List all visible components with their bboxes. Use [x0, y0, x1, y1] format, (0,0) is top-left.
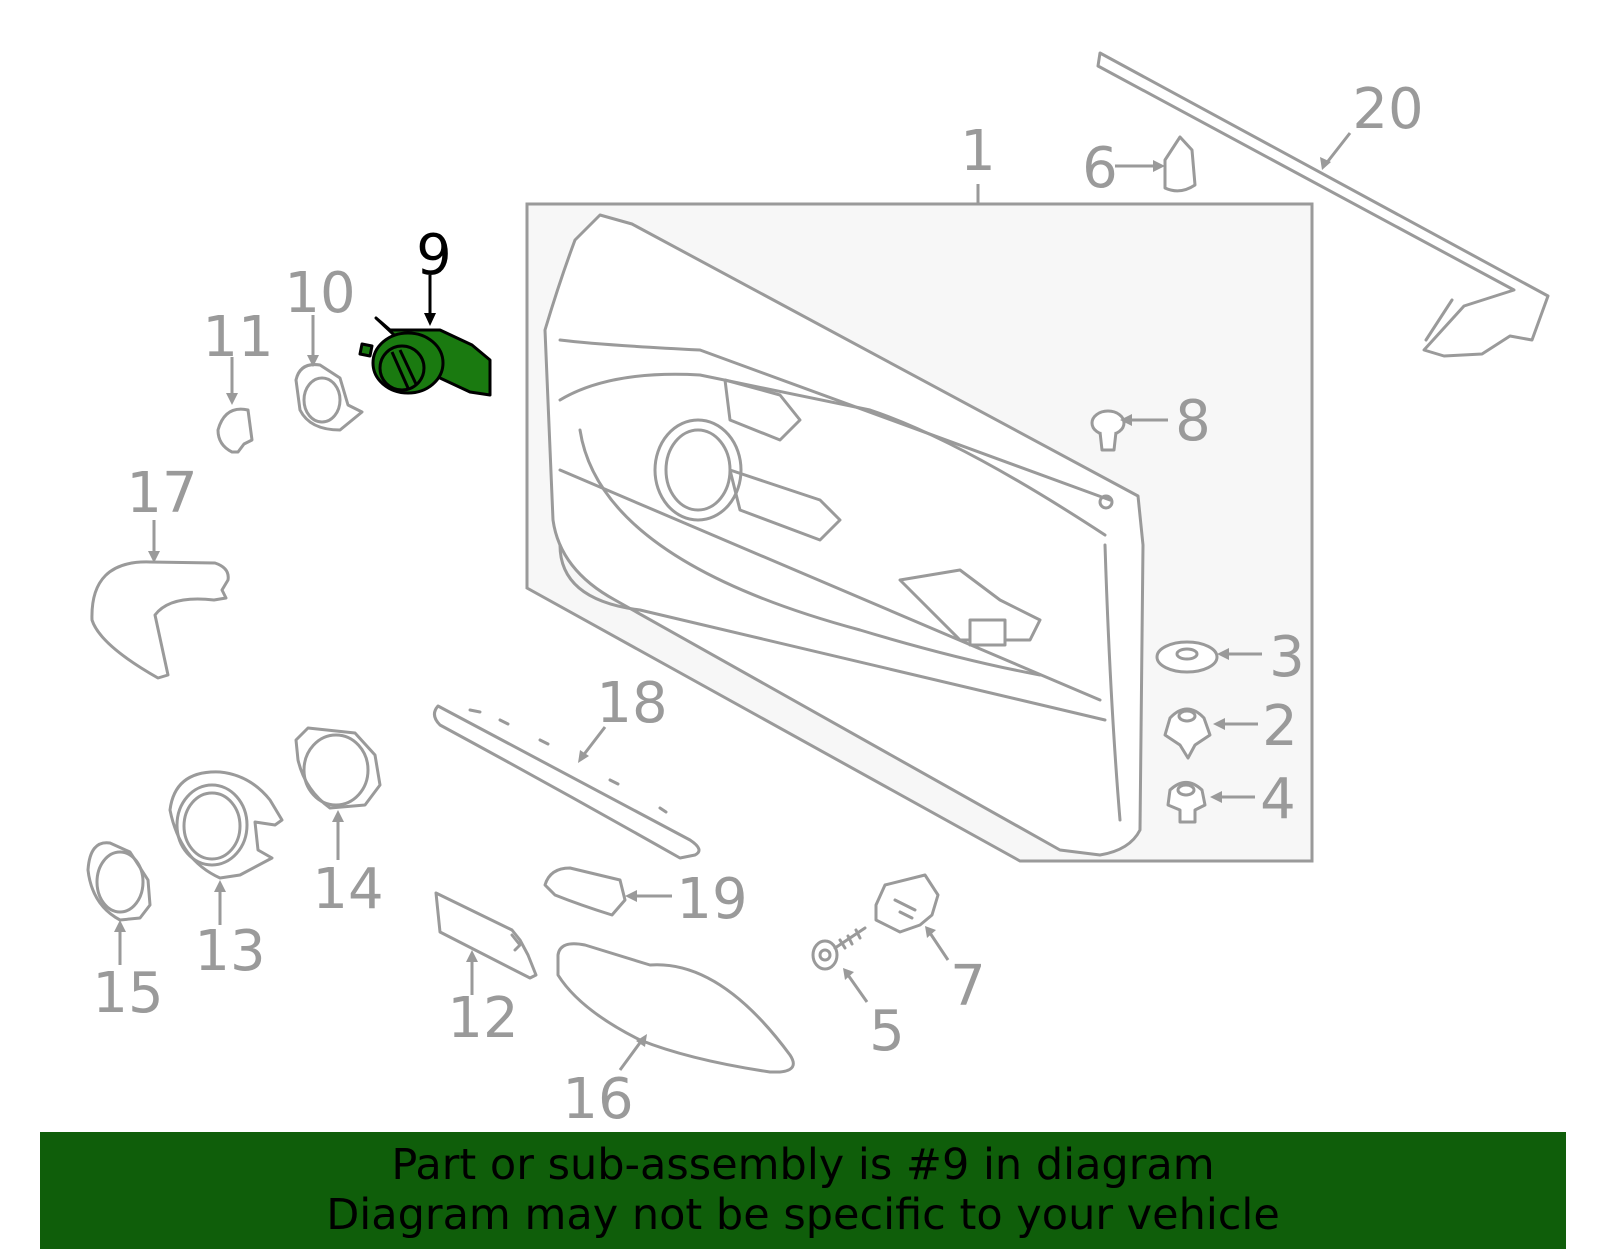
part-2-clip: 2 — [1163, 694, 1298, 760]
callout-13: 13 — [194, 919, 265, 984]
callout-20: 20 — [1352, 77, 1423, 142]
callout-18: 18 — [596, 671, 667, 736]
callout-7: 7 — [950, 954, 986, 1019]
part-1-door-trim-panel: 1 — [525, 119, 1314, 863]
callout-15: 15 — [92, 961, 163, 1026]
part-15-ring: 15 — [86, 841, 164, 1026]
part-19-switch-bezel: 19 — [543, 866, 748, 932]
part-5-screw: 5 — [811, 926, 905, 1064]
part-17-handle-cover: 17 — [90, 461, 230, 680]
callout-9: 9 — [416, 223, 452, 288]
part-20-trim-strip: 20 — [1096, 51, 1550, 358]
part-6-clip: 6 — [1082, 135, 1197, 201]
part-7-retainer-clip: 7 — [874, 873, 986, 1019]
callout-8: 8 — [1175, 389, 1211, 454]
callout-1: 1 — [960, 119, 996, 184]
callout-3: 3 — [1269, 625, 1305, 690]
callout-4: 4 — [1260, 767, 1296, 832]
part-3-washer: 3 — [1155, 625, 1305, 690]
callout-5: 5 — [869, 999, 905, 1064]
callout-17: 17 — [126, 461, 197, 526]
part-9-highlighted-part: 9 — [358, 223, 492, 397]
part-13-speaker-grille: 13 — [168, 770, 284, 984]
callout-14: 14 — [312, 857, 383, 922]
part-18-trim-strip: 18 — [433, 671, 701, 860]
callout-16: 16 — [562, 1067, 633, 1132]
part-4-clip: 4 — [1166, 767, 1296, 832]
callout-6: 6 — [1082, 136, 1118, 201]
callout-11: 11 — [202, 305, 273, 370]
callout-2: 2 — [1262, 694, 1298, 759]
banner-line-2: Diagram may not be specific to your vehi… — [326, 1190, 1280, 1240]
part-12-bracket: 12 — [434, 891, 538, 1051]
banner-line-1: Part or sub-assembly is #9 in diagram — [391, 1140, 1215, 1190]
part-8-push-pin: 8 — [1090, 389, 1211, 454]
callout-10: 10 — [284, 261, 355, 326]
callout-19: 19 — [676, 867, 747, 932]
info-banner: Part or sub-assembly is #9 in diagram Di… — [40, 1132, 1566, 1249]
part-11-clip: 11 — [202, 305, 274, 454]
callout-12: 12 — [447, 986, 518, 1051]
part-16-armrest-pad: 16 — [556, 942, 795, 1132]
part-14-ring: 14 — [294, 726, 384, 922]
part-10-ring: 10 — [284, 261, 364, 432]
